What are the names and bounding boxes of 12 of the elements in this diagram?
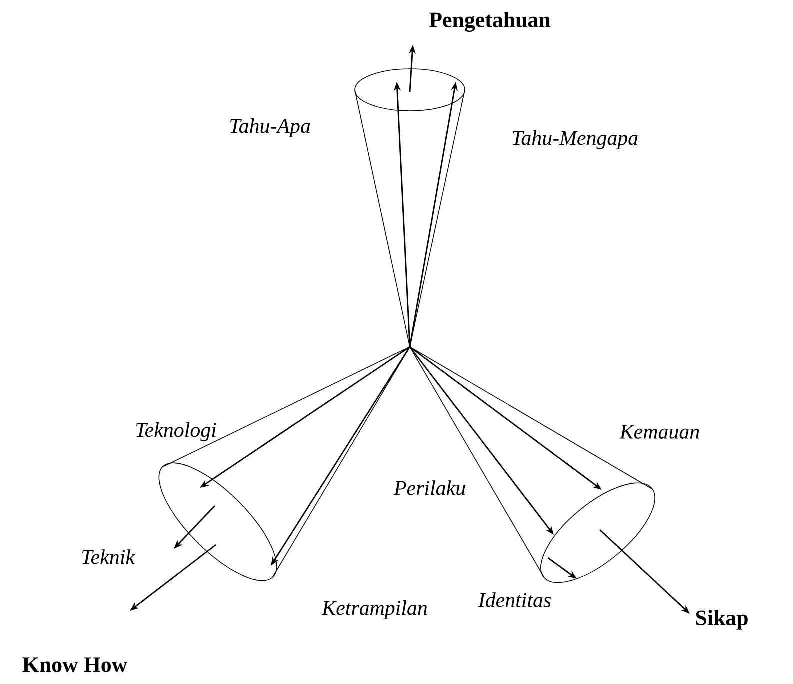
heading-label: Sikap	[696, 610, 748, 630]
edge-label: Teknik	[82, 550, 136, 564]
cone-ellipse	[354, 68, 466, 112]
heading-label: Pengetahuan	[430, 12, 551, 32]
heading-label: Know How	[22, 658, 128, 672]
edge-label: Tahu-Apa	[230, 118, 310, 138]
edge-label: Tahu-Mengapa	[512, 130, 638, 150]
edge-label: Perilaku	[394, 480, 466, 496]
edge-label: Teknologi	[136, 422, 216, 442]
edge-label: Identitas	[478, 592, 551, 608]
edge-label: Ketrampilan	[322, 600, 428, 620]
edge-label: Kemauan	[620, 425, 700, 439]
